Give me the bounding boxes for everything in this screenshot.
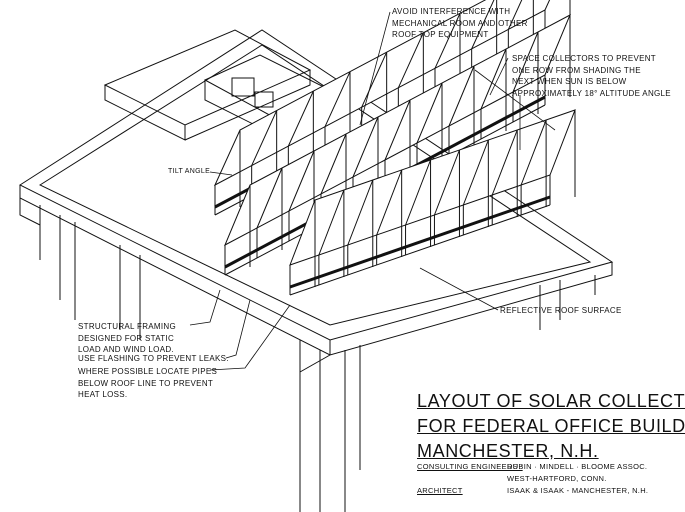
- collector-panel-divider: [347, 179, 374, 246]
- leader-lines: [189, 11, 556, 371]
- collector-panel-divider: [376, 169, 403, 236]
- collector-panel-divider: [491, 129, 518, 196]
- note-flashing: USE FLASHING TO PREVENT LEAKS.: [78, 354, 229, 363]
- title-line-3: MANCHESTER, N.H.: [417, 441, 599, 461]
- collector-rows: [213, 0, 576, 296]
- note-line: DESIGNED FOR STATIC: [78, 333, 175, 343]
- collector-panel-divider: [507, 0, 523, 30]
- note-reflective-roof: REFLECTIVE ROOF SURFACE: [500, 306, 622, 315]
- note-line: WHERE POSSIBLE LOCATE PIPES: [78, 367, 218, 376]
- note-line: LOAD AND WIND LOAD.: [78, 345, 174, 354]
- note-avoid-interference: AVOID INTERFERENCE WITH MECHANICAL ROOM …: [392, 6, 528, 41]
- engineers-label: CONSULTING ENGINEERS :: [417, 462, 523, 471]
- collector-panel-divider: [287, 90, 314, 147]
- note-tilt-angle: TILT ANGLE: [168, 168, 211, 175]
- collector-panel-divider: [433, 149, 460, 216]
- note-line: SPACE COLLECTORS TO PREVENT: [512, 54, 656, 63]
- collector-panel-divider: [288, 150, 315, 212]
- note-line: MECHANICAL ROOM AND OTHER: [392, 18, 528, 28]
- collector-panel-divider: [480, 48, 507, 110]
- collector-panel-divider: [256, 167, 283, 229]
- title-line-2: FOR FEDERAL OFFICE BUILDNG,: [417, 416, 685, 436]
- collector-panel-divider: [462, 139, 489, 206]
- collector-panel-divider: [324, 71, 351, 127]
- collector-panel-divider: [318, 189, 345, 256]
- note-line: NEXT WHEN SUN IS BELOW: [512, 77, 627, 86]
- building-columns: [19, 198, 596, 512]
- note-line: ROOF TOP EQUIPMENT: [392, 30, 489, 39]
- frame-pipe-rail: [289, 195, 551, 289]
- frame-base-rail: [289, 204, 551, 296]
- collector-panel-divider: [320, 133, 347, 195]
- engineers-line-2: WEST-HARTFORD, CONN.: [507, 474, 607, 483]
- collector-panel-divider: [416, 82, 443, 144]
- collector-panel-divider: [251, 110, 278, 166]
- collector-panel-divider: [384, 99, 411, 161]
- engineers-line-1: DUBIN · MINDELL · BLOOME ASSOC.: [507, 462, 648, 471]
- note-line: APPROXIMATELY 18° ALTITUDE ANGLE: [512, 88, 671, 98]
- note-line: HEAT LOSS.: [78, 390, 128, 399]
- note-space-collectors: SPACE COLLECTORS TO PREVENT ONE ROW FROM…: [512, 53, 671, 99]
- collector-panel-divider: [512, 31, 539, 93]
- collector-panel-divider: [520, 119, 547, 186]
- note-line: ONE ROW FROM SHADING THE: [512, 65, 641, 75]
- collector-panel-divider: [434, 13, 461, 69]
- note-structural-framing: STRUCTURAL FRAMING DESIGNED FOR STATIC L…: [78, 321, 176, 356]
- collector-panel-divider: [361, 52, 388, 108]
- collector-panel-divider: [397, 32, 424, 88]
- note-line: AVOID INTERFERENCE WITH: [392, 7, 511, 16]
- note-line: BELOW ROOF LINE TO PREVENT: [78, 378, 214, 388]
- title-line-1: LAYOUT OF SOLAR COLLECTORS: [417, 391, 685, 411]
- note-pipes: WHERE POSSIBLE LOCATE PIPES BELOW ROOF L…: [78, 366, 217, 401]
- architect-value: ISAAK & ISAAK - MANCHESTER, N.H.: [507, 486, 649, 495]
- note-line: STRUCTURAL FRAMING: [78, 322, 176, 331]
- collector-panel-divider: [352, 116, 379, 178]
- collector-panel-divider: [448, 65, 475, 127]
- collector-panel-divider: [405, 159, 432, 226]
- architect-label: ARCHITECT: [417, 486, 463, 495]
- collector-panel-divider: [471, 0, 495, 50]
